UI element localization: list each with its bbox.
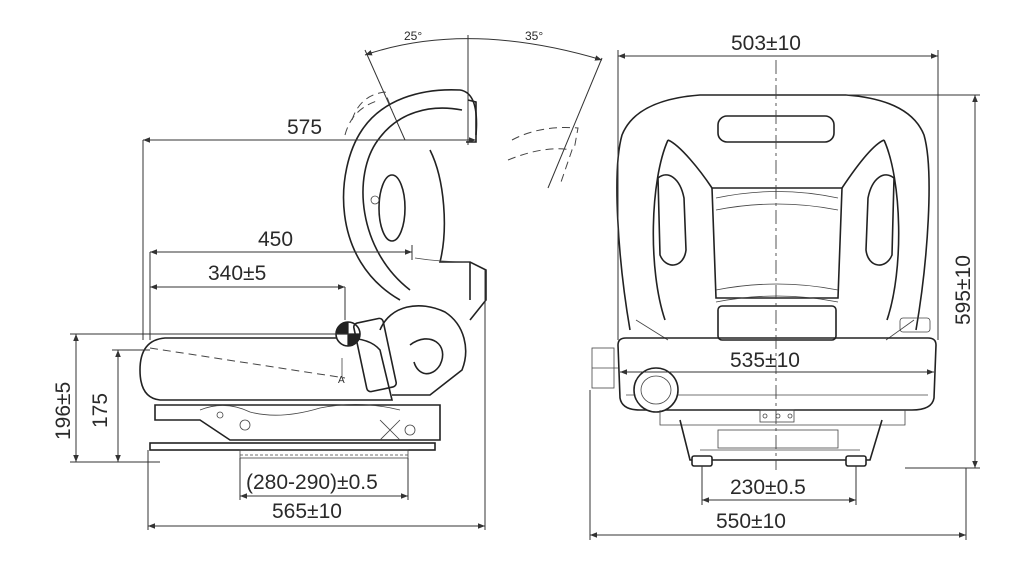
depth-total-label: 575 — [287, 116, 322, 139]
height-seat-label: 196±5 — [52, 382, 75, 440]
slide-travel-label: (280-290)±0.5 — [246, 471, 378, 494]
front-dimensions: 503±10 595±10 535±10 230±0.5 550±10 — [589, 32, 980, 540]
angle-forward-label: 35° — [525, 29, 543, 43]
height-back-label: 595±10 — [952, 255, 975, 325]
svg-text:A: A — [338, 375, 345, 386]
reclined-backrest-ghost — [344, 91, 579, 186]
width-mount-label: 230±0.5 — [730, 476, 806, 499]
backrest-side — [342, 89, 487, 321]
width-cushion-label: 535±10 — [730, 349, 800, 372]
base-side — [149, 404, 441, 459]
angle-back-label: 25° — [404, 29, 422, 43]
side-view: 25° 35° — [52, 29, 603, 530]
backrest-front — [616, 94, 931, 341]
base-front — [679, 409, 883, 467]
cushion-front — [591, 337, 937, 426]
side-dimensions: 575 450 340±5 196±5 175 (280-290)±0.5 56… — [52, 116, 486, 530]
base-length-label: 565±10 — [272, 500, 342, 523]
depth-seat-label: 450 — [258, 228, 293, 251]
cushion-side: A — [139, 305, 467, 401]
depth-hrp-label: 340±5 — [208, 262, 266, 285]
recline-angle-indicator: 25° 35° — [364, 29, 603, 189]
width-total-label: 550±10 — [716, 510, 786, 533]
front-view: 503±10 595±10 535±10 230±0.5 550±10 — [589, 32, 980, 540]
height-rail-label: 175 — [89, 393, 112, 428]
width-back-label: 503±10 — [731, 32, 801, 55]
